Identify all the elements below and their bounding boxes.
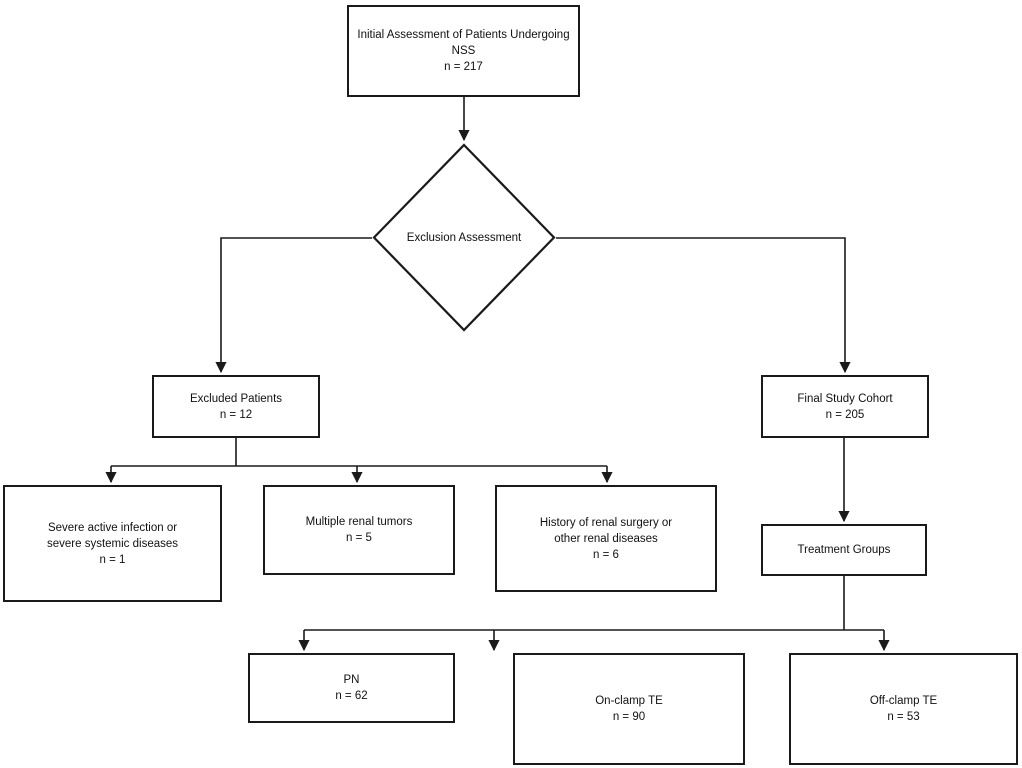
node-group-off-clamp-label: Off-clamp TE n = 53 [869,695,938,723]
node-group-on-clamp-label: On-clamp TE n = 90 [595,695,663,723]
node-treatment-groups[interactable]: Treatment Groups [761,524,927,576]
edge-exclusion-to-cohort [556,237,851,374]
node-group-off-clamp[interactable]: Off-clamp TE n = 53 [789,653,1018,765]
diamond-shape [372,143,556,332]
node-exclusion-assessment[interactable]: Exclusion Assessment [372,143,556,332]
node-exclusion-reason-2-label: Multiple renal tumors n = 5 [305,516,413,544]
node-final-study-cohort[interactable]: Final Study Cohort n = 205 [761,375,929,438]
node-treatment-groups-label: Treatment Groups [797,544,891,556]
node-excluded-patients-label: Excluded Patients n = 12 [189,392,283,421]
node-exclusion-assessment-label: Exclusion Assessment [406,231,522,244]
node-excluded-patients[interactable]: Excluded Patients n = 12 [152,375,320,438]
node-group-pn-label: PN n = 62 [335,674,368,702]
node-group-on-clamp[interactable]: On-clamp TE n = 90 [513,653,745,765]
node-exclusion-reason-3-label: History of renal surgery or other renal … [539,516,673,561]
edge-exclusion-to-excluded [215,237,372,374]
node-final-study-cohort-label: Final Study Cohort n = 205 [797,392,893,421]
node-exclusion-reason-3[interactable]: History of renal surgery or other renal … [495,485,717,592]
node-initial-assessment[interactable]: Initial Assessment of Patients Undergoin… [347,5,580,97]
node-exclusion-reason-1[interactable]: Severe active infection or severe system… [3,485,222,602]
node-group-pn[interactable]: PN n = 62 [248,653,455,723]
node-exclusion-reason-1-label: Severe active infection or severe system… [46,521,179,566]
node-exclusion-reason-2[interactable]: Multiple renal tumors n = 5 [263,485,455,575]
node-initial-assessment-label: Initial Assessment of Patients Undergoin… [357,29,570,73]
